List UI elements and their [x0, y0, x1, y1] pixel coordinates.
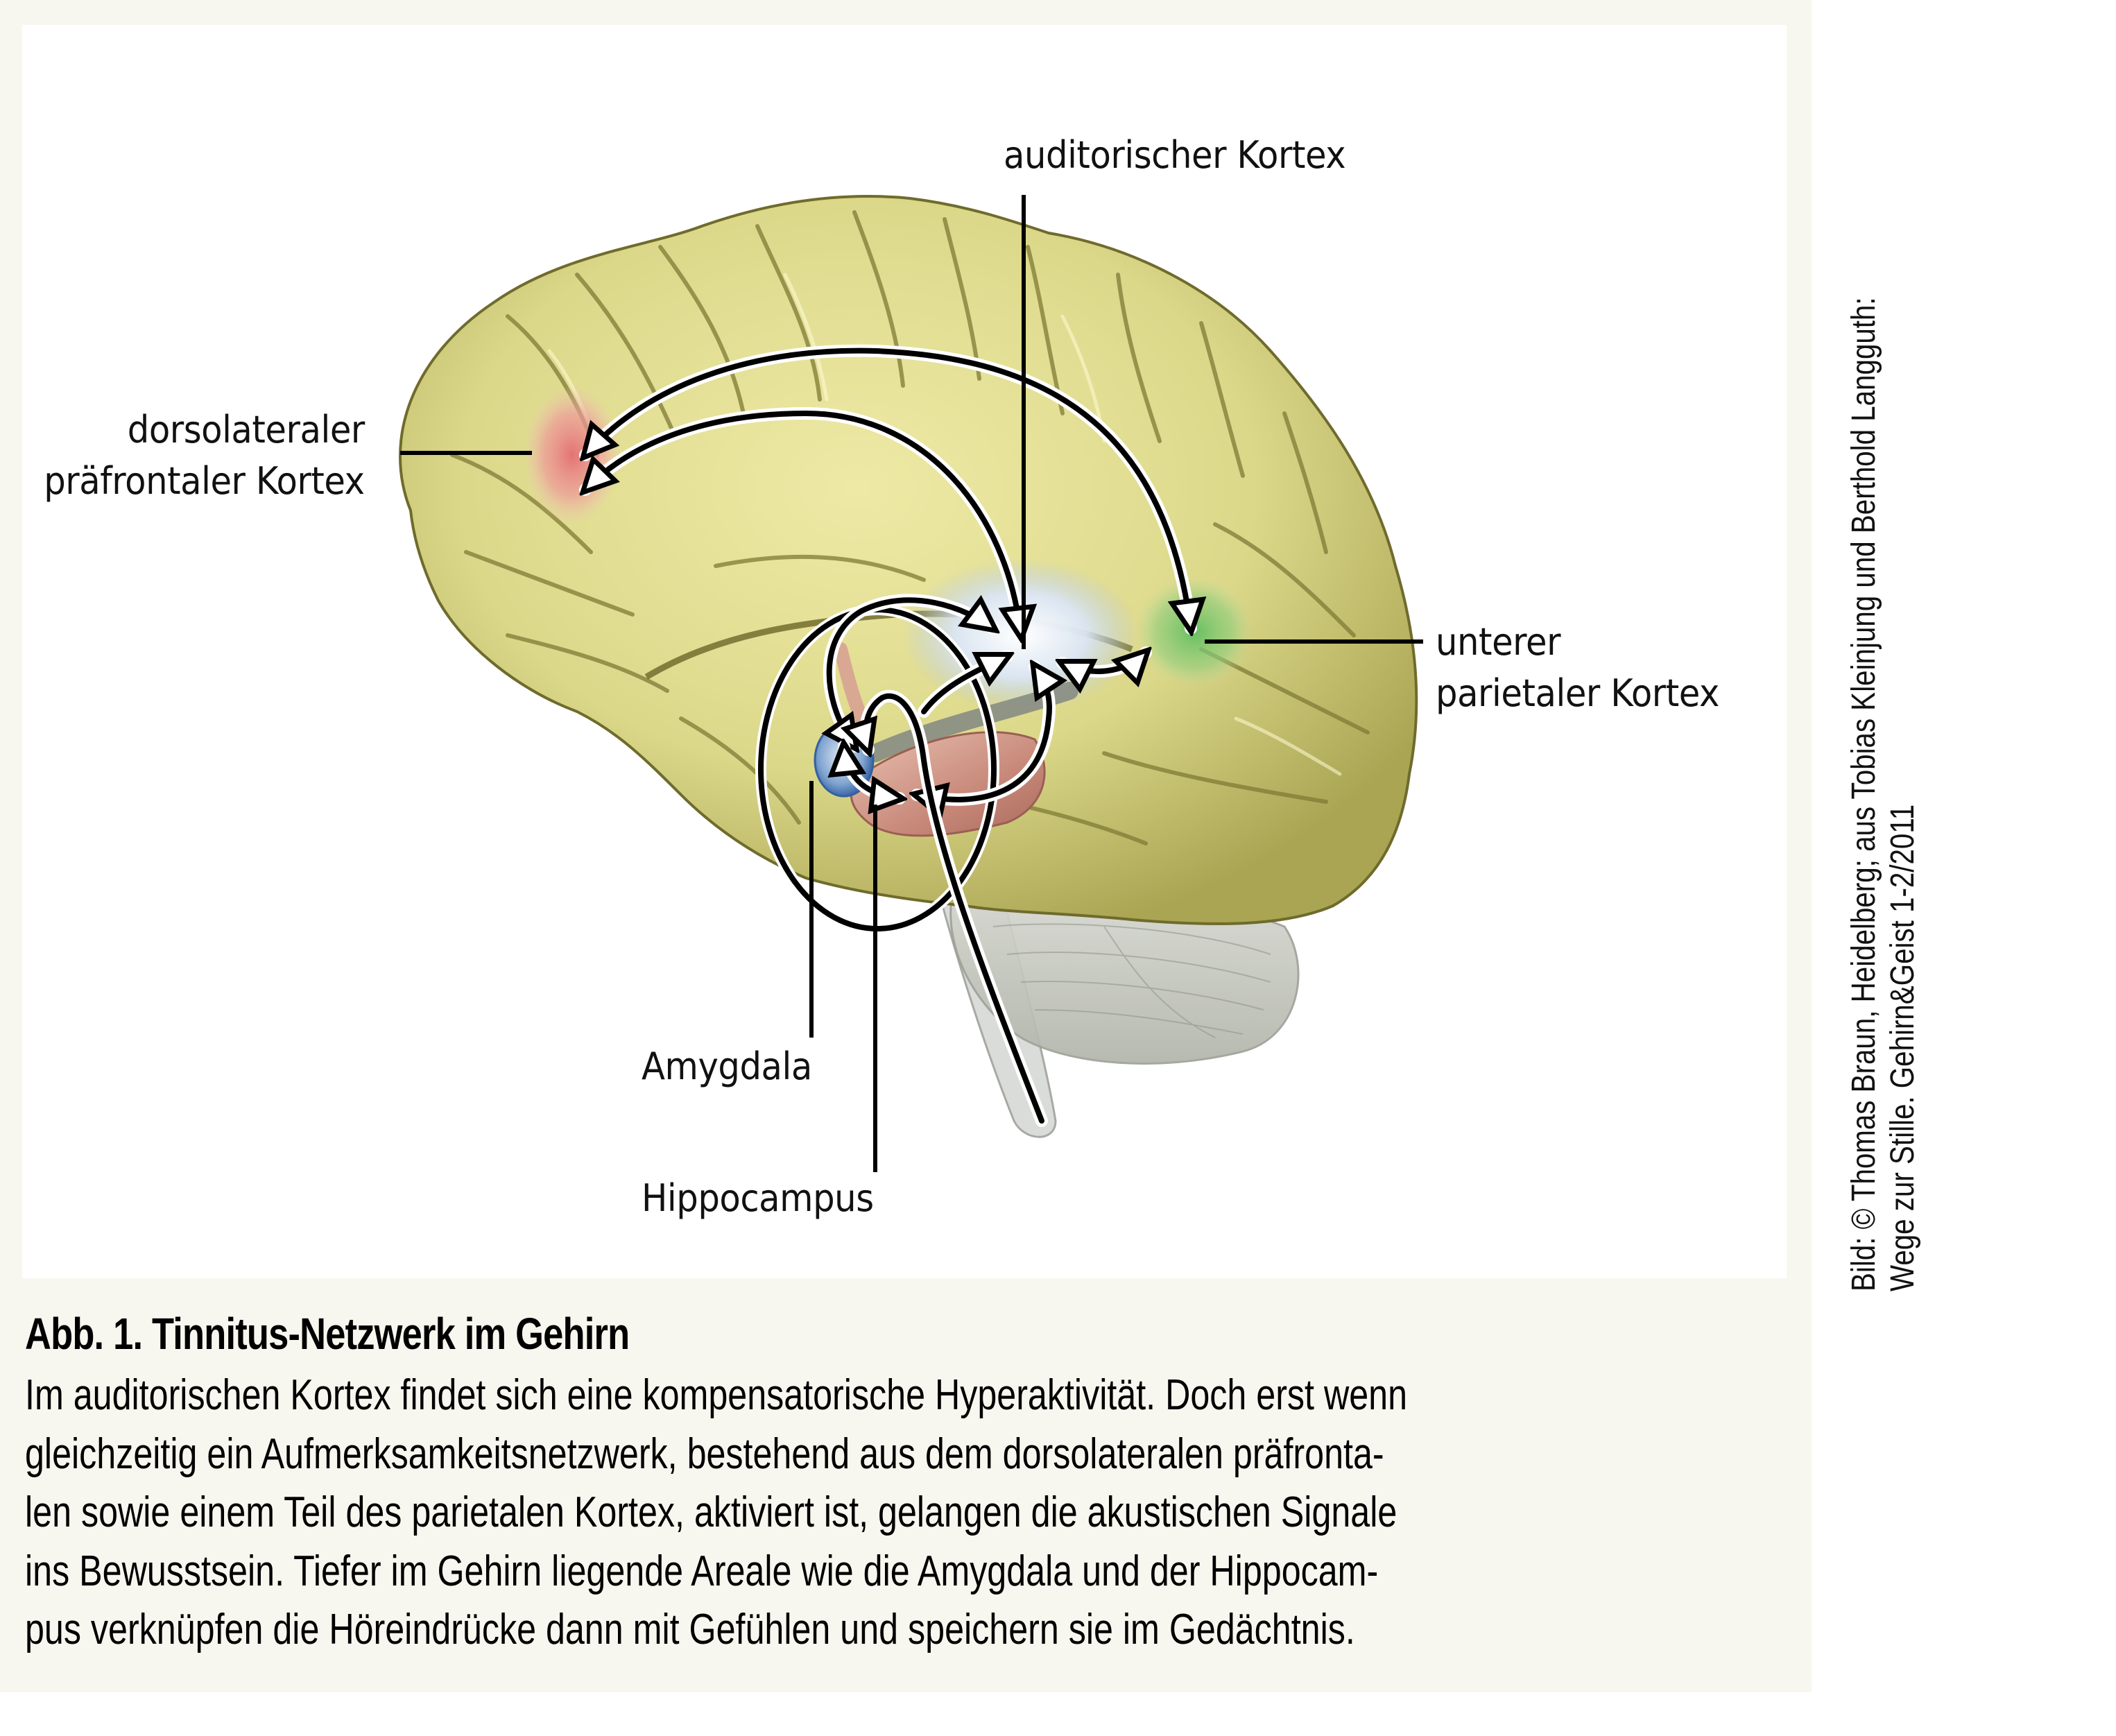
label-auditory-cortex: auditorischer Kortex [1004, 133, 1346, 177]
label-dlpfc-line1: dorsolateraler [127, 408, 365, 452]
label-hippocampus: Hippocampus [642, 1176, 874, 1220]
caption-line: pus verknüpfen die Höreindrücke dann mit… [25, 1606, 1355, 1653]
label-parietal-line2: parietaler Kortex [1436, 671, 1719, 715]
caption-line: ins Bewusstsein. Tiefer im Gehirn liegen… [25, 1547, 1379, 1595]
image-credit: Bild: © Thomas Braun, Heidelberg; aus To… [1845, 71, 1923, 1291]
credit-line-2: Wege zur Stille. Gehirn&Geist 1-2/2011 [1884, 804, 1921, 1291]
caption-line: len sowie einem Teil des parietalen Kort… [25, 1488, 1397, 1536]
brain-illustration: auditorischer Kortex dorsolateraler präf… [22, 25, 1787, 1278]
caption-line: Im auditorischen Kortex findet sich eine… [25, 1371, 1408, 1419]
credit-line-1: Bild: © Thomas Braun, Heidelberg; aus To… [1846, 297, 1882, 1291]
figure-panel: auditorischer Kortex dorsolateraler präf… [0, 0, 1812, 1692]
dlpfc-region [524, 386, 621, 524]
figure-caption-title: Abb. 1. Tinnitus-Netzwerk im Gehirn [25, 1309, 630, 1359]
label-amygdala: Amygdala [642, 1045, 812, 1088]
caption-line: gleichzeitig ein Aufmerksamkeitsnetzwerk… [25, 1429, 1384, 1478]
leader-lines [400, 195, 1423, 1172]
figure-caption-body: Im auditorischen Kortex findet sich eine… [25, 1366, 1766, 1660]
label-parietal-line1: unterer [1436, 620, 1561, 664]
label-dlpfc-line2: präfrontaler Kortex [44, 459, 365, 503]
